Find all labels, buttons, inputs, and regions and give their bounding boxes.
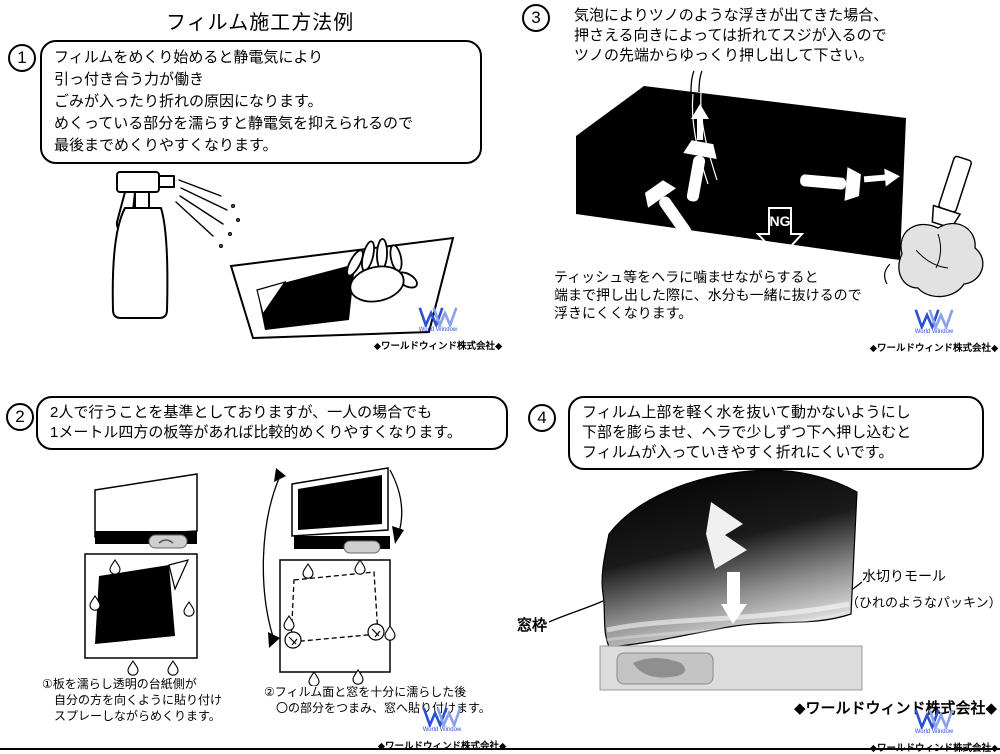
door-handle: [633, 658, 686, 678]
window-pane: [94, 473, 198, 538]
bottom-rule: [0, 748, 1000, 750]
flip-arrow: [262, 468, 404, 648]
squeegee-wedge: [706, 502, 747, 569]
company-name-small: ◆ワールドウィンド株式会社◆: [373, 341, 503, 352]
ww-logo-subtext: World Window: [418, 327, 458, 333]
ww-logo-block: World Window ◆ワールドウィンド株式会社◆: [868, 308, 1000, 354]
step4-illustration: [548, 469, 863, 691]
page-title: フィルム施工方法例: [166, 12, 355, 34]
pinch-circle: [284, 623, 385, 649]
ww-logo-block: World Window ◆ワールドウィンド株式会社◆: [376, 706, 508, 752]
squeegee-tool-icon: [148, 534, 188, 549]
label-window-frame: 窓枠: [517, 617, 548, 634]
ng-label: NG: [770, 213, 791, 229]
step3-number: 3: [522, 4, 550, 32]
applied-film: [298, 475, 382, 530]
step1-instruction-box: フィルムをめくり始めると静電気により 引っ付き合う力が働き ごみが入ったり折れの…: [40, 40, 482, 164]
horn-wrinkle-lines: [690, 70, 703, 93]
step2-caption-right: ②フィルム面と窓を十分に濡らした後 〇の部分をつまみ、窓へ貼り付けます。: [264, 685, 491, 715]
spray-bottle-icon: [111, 171, 175, 319]
ww-logo-subtext: World Window: [914, 329, 954, 335]
peeled-film-black: [257, 264, 355, 330]
film-fold-corner: [168, 559, 190, 591]
company-name: ◆ワールドウィンド株式会社◆: [794, 700, 998, 717]
film-sheen: [605, 610, 851, 642]
ww-logo-subtext: World Window: [422, 727, 462, 733]
spray-mist: [175, 179, 240, 248]
label-molding: 水切りモール: [862, 568, 946, 584]
ww-logo-icon: [914, 309, 954, 329]
step3-illustration: NG: [576, 70, 984, 298]
step2-illustration-right: [262, 467, 404, 686]
step2-caption-left: ①板を濡らし透明の台紙側が 自分の方を向くように貼り付け スプレーしながらめくり…: [42, 677, 223, 723]
company-name-small: ◆ワールドウィンド株式会社◆: [377, 741, 507, 752]
film-sheen: [606, 601, 850, 633]
ng-arrow: NG: [755, 207, 805, 260]
film-on-board: [95, 565, 175, 644]
ww-logo-icon: [418, 307, 458, 327]
step4-instruction-box: フィルム上部を軽く水を抜いて動かないようにし 下部を膨らませ、ヘラで少しずつ下へ…: [568, 396, 984, 470]
step2-illustration-left: [84, 473, 198, 676]
leader-line-window-frame: [548, 600, 604, 623]
step1-number: 1: [8, 44, 36, 72]
hand-icon: [346, 238, 418, 303]
ww-logo-icon: [914, 709, 954, 729]
step2-number: 2: [6, 403, 34, 431]
film-black-area: [576, 86, 906, 260]
step2-instruction-box: 2人で行うことを基準としておりますが、一人の場合でも 1メートル四方の板等があれ…: [36, 396, 508, 450]
step3-note: ティッシュ等をヘラに噛ませながらすると 端まで押し出した際に、水分も一緒に抜ける…: [554, 269, 862, 321]
label-molding-sub: （ひれのようなパッキン）: [846, 595, 1000, 610]
step4-number: 4: [528, 404, 556, 432]
step1-illustration: [111, 171, 455, 340]
ww-logo-subtext: World Window: [914, 729, 954, 735]
step3-instructions: 気泡によりツノのような浮きが出てきた場合、 押さえる向きによっては折れてスジが入…: [574, 7, 889, 64]
ww-logo-icon: [422, 707, 462, 727]
film-fold-corner: [256, 280, 287, 316]
squeegee-tool-icon: [343, 540, 381, 554]
squeegee-icon: [644, 140, 861, 238]
backing-board: [279, 559, 391, 673]
company-name-small: ◆ワールドウィンド株式会社◆: [869, 343, 999, 354]
tissue-squeegee-icon: [884, 155, 984, 298]
ww-logo-block: World Window ◆ワールドウィンド株式会社◆: [372, 306, 504, 352]
down-arrow: [721, 572, 747, 624]
